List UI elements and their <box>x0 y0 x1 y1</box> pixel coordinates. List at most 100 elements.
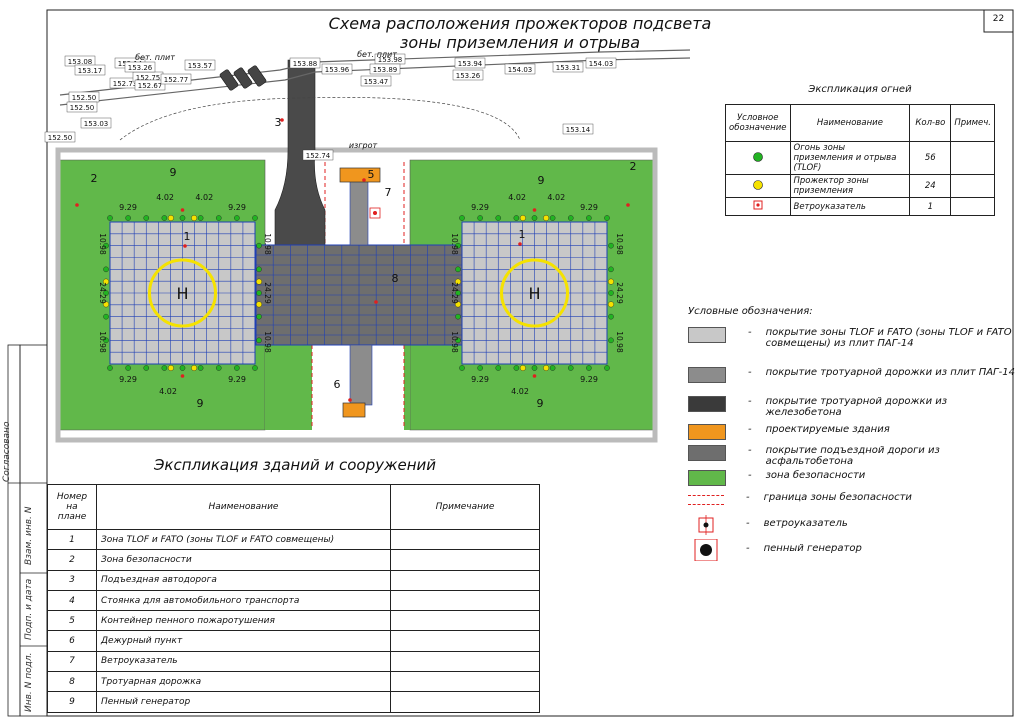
legend-dash: - <box>748 327 752 338</box>
buildings-row-note <box>390 528 540 551</box>
wind-cone-icon <box>688 515 724 535</box>
elevation-box <box>184 59 216 71</box>
foam-generator-icon <box>688 538 724 562</box>
label-leader-dot <box>348 398 352 402</box>
yellow-light-icon <box>752 179 763 190</box>
lights-row-note <box>950 174 995 198</box>
dim-label: 4.02 <box>547 193 565 202</box>
dim-label: 9.29 <box>119 203 137 212</box>
buildings-row-note <box>390 589 540 612</box>
tlof-yellow-floodlight <box>608 278 615 285</box>
elevation-box <box>504 63 536 75</box>
buildings-row-num: 4 <box>47 589 97 612</box>
dim-label: 24.29 <box>263 282 272 304</box>
legend-swatch-boundary <box>688 495 724 505</box>
elevation-label: 152.50 <box>48 134 73 142</box>
elevation-box <box>124 61 156 73</box>
buildings-row-num: 3 <box>47 569 97 591</box>
tlof-green-light <box>103 242 109 249</box>
tlof-green-light <box>179 365 186 371</box>
elevation-label: 152.74 <box>306 152 331 160</box>
lights-row-qty: 1 <box>909 197 952 216</box>
dim-label: 10.98 <box>450 233 459 255</box>
elevation-label: 153.26 <box>128 64 153 72</box>
tlof-green-light <box>215 365 222 371</box>
elevation-label: 153.89 <box>373 66 398 74</box>
buildings-row-name: Ветроуказатель <box>96 650 391 673</box>
buildings-row-num: 8 <box>47 671 97 693</box>
safety-zone-border <box>55 147 658 443</box>
lights-row-note <box>950 141 995 175</box>
tlof-green-light <box>459 215 465 221</box>
tlof-green-light <box>252 365 258 371</box>
elevation-box <box>44 131 76 143</box>
stamp-sign-date-label: Подп. и дата <box>24 578 34 640</box>
legend-item: -проектируемые здания <box>688 424 1016 440</box>
tlof-yellow-floodlight <box>455 301 462 308</box>
tlof-green-light <box>161 215 168 221</box>
buildings-row-name: Зона безопасности <box>96 549 391 571</box>
tlof-green-light <box>197 365 204 371</box>
tlof-yellow-floodlight <box>256 301 263 308</box>
walkway-spur-bottom <box>349 344 373 406</box>
buildings-row-name: Стоянка для автомобильного транспорта <box>96 589 391 612</box>
page-number-box <box>983 9 1014 33</box>
tlof-green-light <box>143 365 150 371</box>
legend-swatch <box>688 396 726 412</box>
elevation-box <box>321 63 353 75</box>
tlof-green-light <box>455 313 461 320</box>
legend-dash: - <box>748 396 752 407</box>
buildings-row-num: 5 <box>47 610 97 632</box>
tlof-yellow-floodlight <box>455 278 462 285</box>
elevation-label: 153.31 <box>556 64 581 72</box>
tlof-green-light <box>513 215 520 221</box>
lights-table: Условное обозначение Наименование Кол-во… <box>725 104 995 216</box>
zone-number-label: 1 <box>519 228 526 241</box>
zone-number-label: 6 <box>334 378 341 391</box>
road-label: бет. плит <box>135 53 175 62</box>
zone-number-label: 8 <box>392 272 399 285</box>
tlof-green-light <box>586 365 592 371</box>
stamp-strip-outer <box>7 344 21 717</box>
lights-row: Огонь зоны приземления и отрыва (TLOF) 5… <box>725 141 995 175</box>
elevation-box <box>74 64 106 76</box>
elevation-label: 153.47 <box>364 78 389 86</box>
road-label: бет. плит <box>357 50 397 59</box>
tlof-green-light <box>586 215 592 221</box>
dim-label: 9.29 <box>228 203 246 212</box>
foam-container-building <box>339 167 381 183</box>
tlof-green-light <box>604 365 610 371</box>
legend-item-text: ветроуказатель <box>763 518 848 529</box>
tlof-green-light <box>234 215 240 221</box>
elevation-box <box>585 57 617 69</box>
legend-item: -покрытие тротуарной дорожки из плит ПАГ… <box>688 367 1016 383</box>
dim-label: 9.29 <box>471 203 489 212</box>
tlof-green-light <box>125 365 131 371</box>
zone-number-label: 9 <box>538 174 545 187</box>
dim-label: 10.98 <box>615 331 624 353</box>
duty-post-building <box>342 402 366 418</box>
tlof-green-light <box>495 215 502 221</box>
lights-table-title: Экспликация огней <box>808 84 912 95</box>
tlof-green-light <box>179 215 186 221</box>
elevation-label: 153.96 <box>325 66 350 74</box>
tlof-yellow-floodlight <box>191 214 198 221</box>
legend-swatch <box>688 367 726 383</box>
dim-label: 24.29 <box>450 282 459 304</box>
drawing-title-line1: Схема расположения прожекторов подсвета <box>328 14 712 33</box>
lights-row-name: Прожектор зоны приземления <box>789 174 911 198</box>
elevation-label: 152.75 <box>136 74 161 82</box>
legend-dash: - <box>748 445 752 456</box>
legend-item-text: пенный генератор <box>763 543 862 554</box>
walkway-spur-top <box>349 179 369 246</box>
legend-swatch <box>688 424 726 440</box>
elevation-box <box>80 117 112 129</box>
stamp-inv-no-label: Инв. N подл. <box>24 652 34 712</box>
